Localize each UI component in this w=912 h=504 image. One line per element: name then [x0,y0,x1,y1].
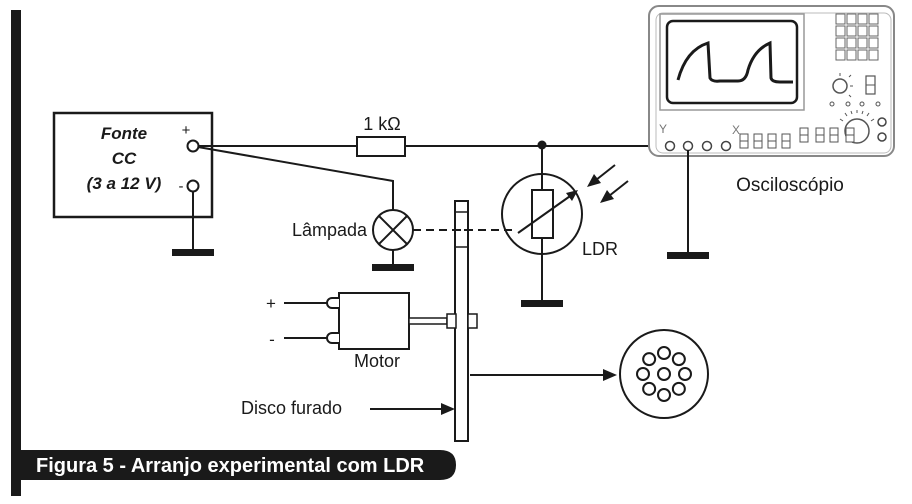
input-jack[interactable] [701,140,713,152]
input-jack-x[interactable] [720,140,732,152]
caption-banner [11,450,456,480]
power-supply-title: Fonte [101,124,147,143]
scope-jack[interactable] [877,132,887,142]
power-supply-type: CC [112,149,137,168]
ground-symbol-lamp [372,264,414,271]
keypad-button[interactable] [857,25,868,37]
motor-body [338,292,410,350]
disc-hole [657,367,671,381]
motor: + - Motor [266,292,478,371]
disc-hole [657,346,671,360]
motor-label: Motor [354,351,400,371]
oscilloscope-screen [665,19,799,105]
keypad-button[interactable] [846,49,857,61]
minus-terminal [186,179,200,193]
ldr-label: LDR [582,239,618,259]
minus-terminal-label: - [179,178,184,195]
keypad-button[interactable] [868,49,879,61]
disc-hole [642,352,657,367]
view-arrow-icon [603,369,617,381]
input-jack-y[interactable] [664,140,676,152]
motor-shaft [408,317,448,325]
oscilloscope-keypad [835,13,879,61]
indicator-led [845,101,851,107]
oscilloscope: Y X Osciloscópio [648,5,895,196]
ground-symbol-ldr [521,300,563,307]
power-supply-range: (3 a 12 V) [87,174,162,193]
lamp-label: Lâmpada [292,220,368,240]
motor-minus-label: - [269,330,275,349]
motor-plus-label: + [266,294,276,313]
resistor-body [356,136,406,157]
disc-hole [671,381,686,396]
disc-hole [678,367,692,381]
left-margin-bar [11,10,21,496]
keypad-button[interactable] [835,37,846,49]
input-y-label: Y [659,122,667,136]
keypad-button[interactable] [846,37,857,49]
caption-text: Figura 5 - Arranjo experimental com LDR [36,455,425,477]
power-supply-box [52,111,214,219]
input-jack-ground[interactable] [682,140,694,152]
keypad-button[interactable] [835,49,846,61]
plus-terminal-label: + [182,122,191,139]
indicator-led [859,101,865,107]
light-arrows-icon [587,164,629,203]
shaft-hub-left [446,313,457,329]
lamp: Lâmpada [292,209,414,251]
oscilloscope-label: Osciloscópio [736,175,844,196]
keypad-button[interactable] [868,25,879,37]
keypad-button[interactable] [868,13,879,25]
indicator-led [829,101,835,107]
ground-symbol-supply [172,249,214,256]
disc-hole [642,381,657,396]
disc-hole [636,367,650,381]
keypad-button[interactable] [857,37,868,49]
disc-hole [657,388,671,402]
keypad-button[interactable] [857,49,868,61]
brightness-knob-icon[interactable] [832,73,853,98]
plus-terminal [186,139,200,153]
keypad-button[interactable] [846,13,857,25]
input-x-label: X [732,123,740,137]
keypad-button[interactable] [835,13,846,25]
ldr: LDR [501,173,618,259]
indicator-led [875,101,881,107]
ground-symbol-oscilloscope [667,252,709,259]
keypad-button[interactable] [857,13,868,25]
disc-hole [671,352,686,367]
disc-label: Disco furado [241,398,342,418]
disc-side-view [454,200,469,442]
keypad-button[interactable] [846,25,857,37]
waveform-trace [676,40,793,84]
keypad-button[interactable] [835,25,846,37]
shaft-hub-right [467,313,478,329]
oscilloscope-switches [739,127,855,149]
figure-caption: Figura 5 - Arranjo experimental com LDR [11,450,456,480]
disc-front-view [619,329,709,419]
power-supply: Fonte CC (3 a 12 V) + - [52,111,214,219]
disc-label-arrow-icon [441,403,455,415]
disc-edge [454,200,469,442]
resistor: 1 kΩ [356,114,406,157]
resistor-label: 1 kΩ [363,114,400,134]
scope-jack[interactable] [877,117,887,127]
ldr-resistor-body [531,189,554,239]
keypad-button[interactable] [868,37,879,49]
